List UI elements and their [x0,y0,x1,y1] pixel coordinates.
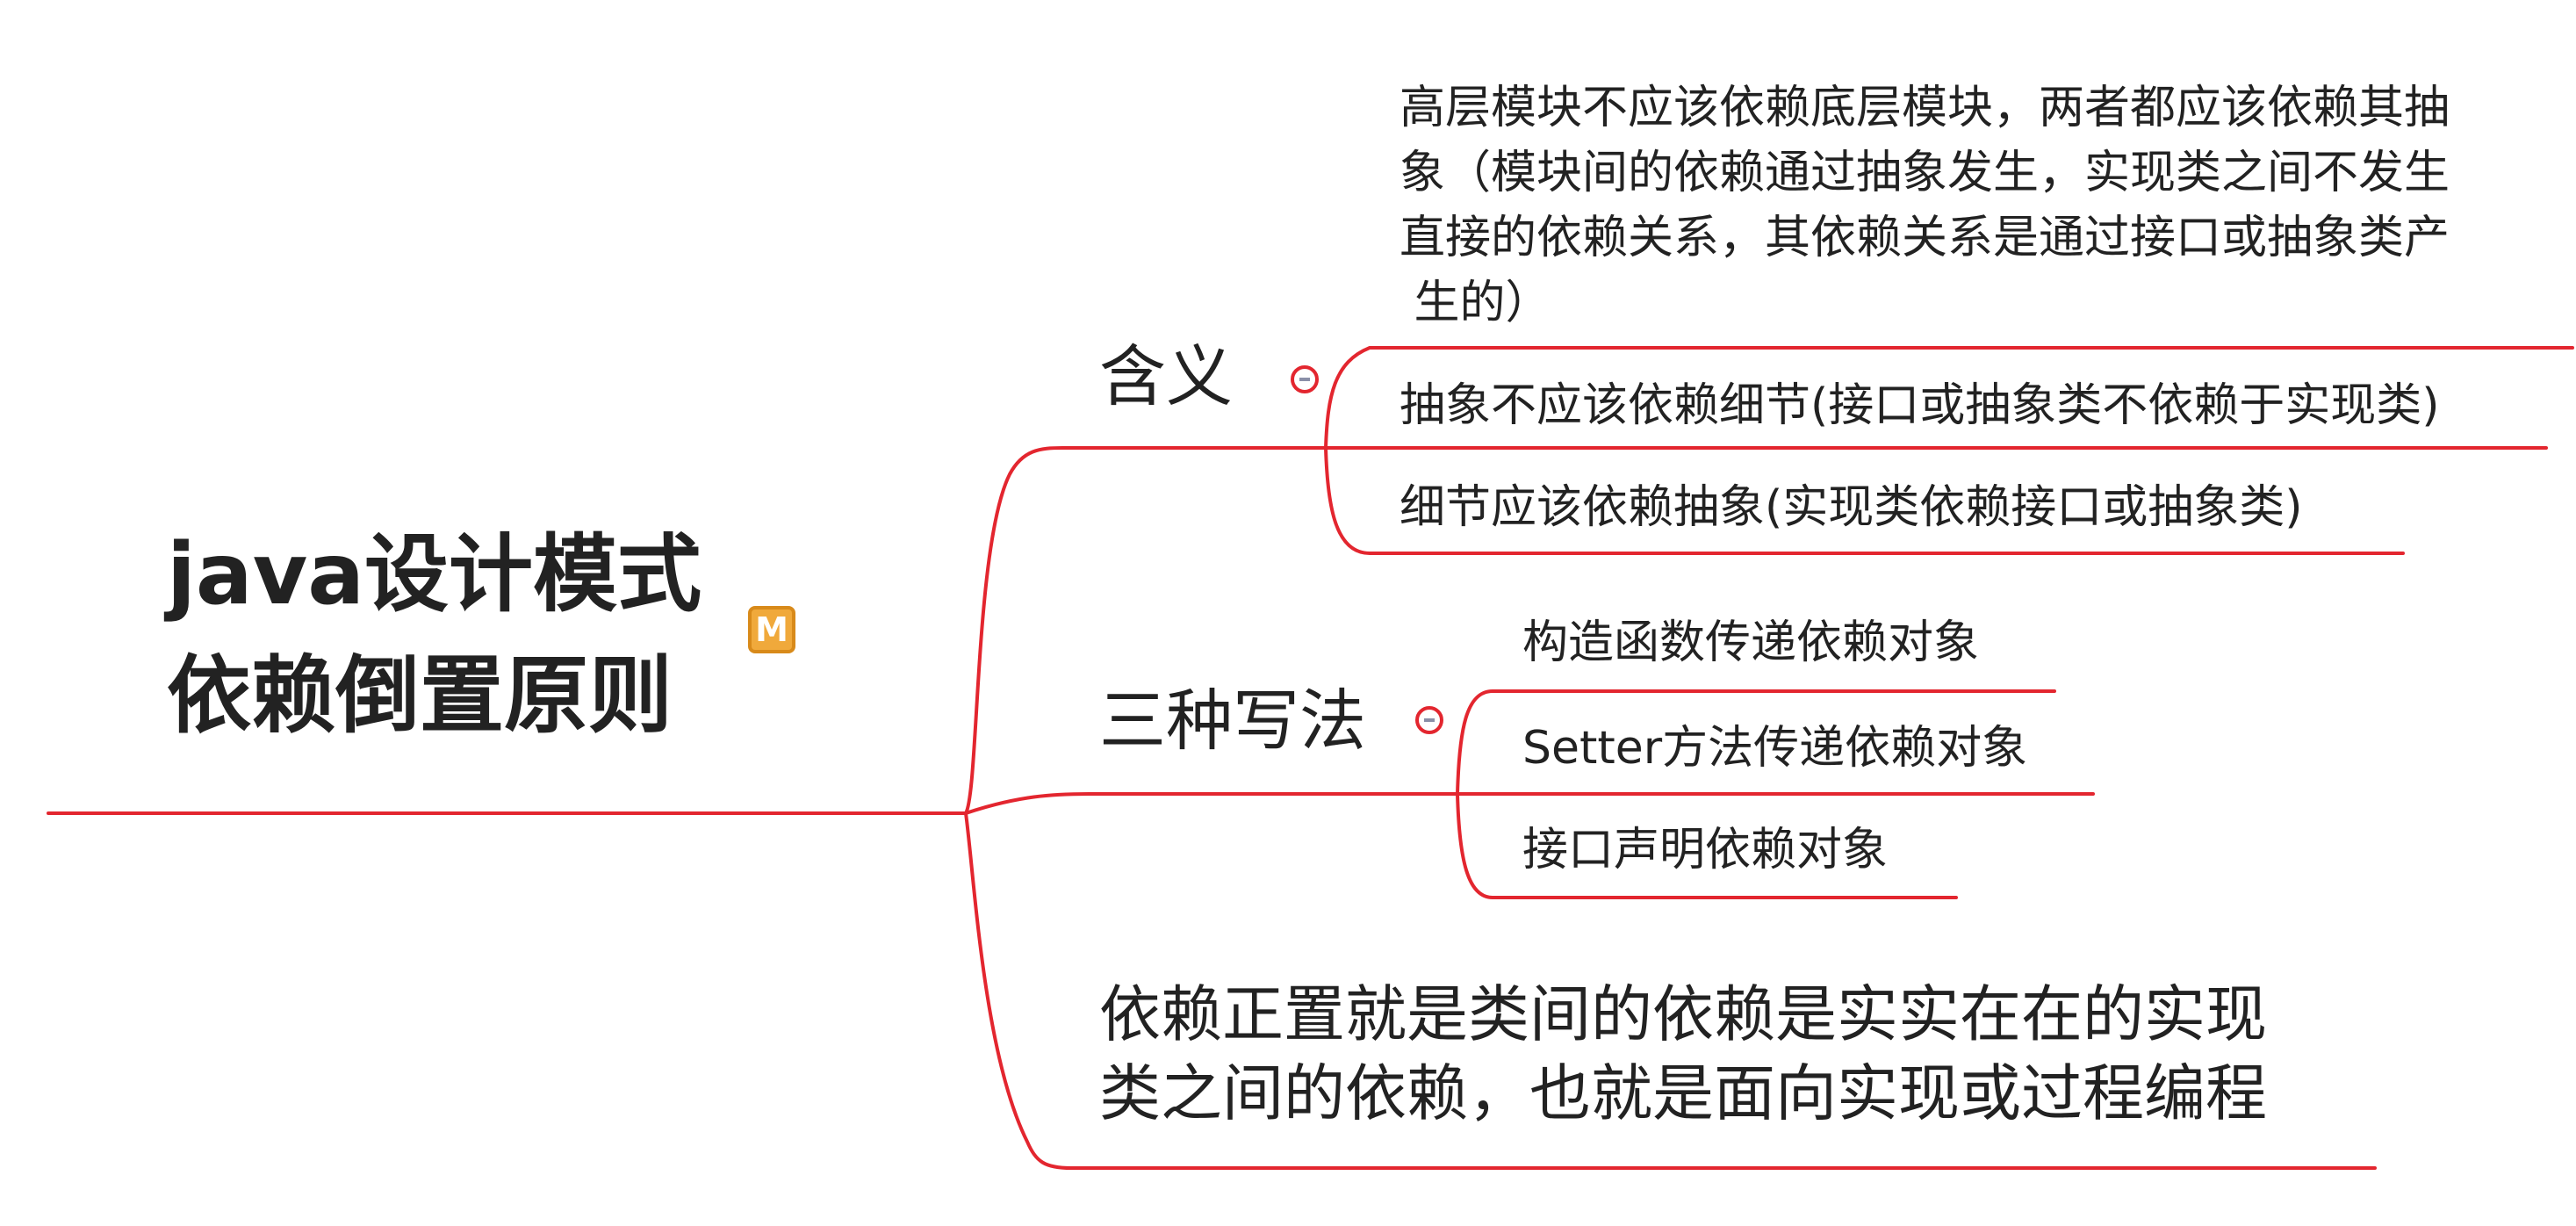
three-ways-child-interface-line [1456,792,1958,899]
collapse-three-ways-icon[interactable] [1415,706,1443,734]
leaf-detail[interactable]: 细节应该依赖抽象(实现类依赖接口或抽象类) [1400,481,2303,534]
leaf-interface[interactable]: 接口声明依赖对象 [1522,824,1889,876]
meaning-child-detail-line [1324,446,2405,555]
branch-three-ways[interactable]: 三种写法 [1099,682,1366,760]
collapse-meaning-icon[interactable] [1291,365,1319,393]
definition-line: 高层模块不应该依赖底层模块，两者都应该依赖其抽 [1400,82,2450,134]
conclusion-line: 依赖正置就是类间的依赖是实实在在的实现 [1099,978,2267,1050]
connector-to-three-ways [964,792,1459,815]
root-title-line2: 依赖倒置原则 [167,646,673,745]
branch-meaning[interactable]: 含义 [1099,337,1233,415]
markdown-marker-icon[interactable]: M [748,606,795,653]
definition-line: 直接的依赖关系，其依赖关系是通过接口或抽象类产 [1400,212,2450,264]
connector-to-meaning [964,446,1328,815]
connector-to-conclusion [964,811,2377,1170]
root-topic[interactable]: java设计模式 依赖倒置原则 [167,514,738,756]
leaf-constructor[interactable]: 构造函数传递依赖对象 [1522,617,1980,669]
definition-line: 象（模块间的依赖通过抽象发生，实现类之间不发生 [1400,147,2450,199]
branch-conclusion[interactable]: 依赖正置就是类间的依赖是实实在在的实现 类之间的依赖，也就是面向实现或过程编程 [1099,975,2267,1133]
definition-line: 生的） [1400,277,1551,329]
meaning-hub-line [1324,346,2574,450]
root-title-line1: java设计模式 [167,525,702,624]
leaf-abstraction[interactable]: 抽象不应该依赖细节(接口或抽象类不依赖于实现类) [1400,379,2440,432]
leaf-definition[interactable]: 高层模块不应该依赖底层模块，两者都应该依赖其抽 象（模块间的依赖通过抽象发生，实… [1400,76,2450,335]
leaf-setter[interactable]: Setter方法传递依赖对象 [1522,722,2028,775]
three-ways-hub-constructor-line [1456,689,2056,796]
conclusion-line: 类之间的依赖，也就是面向实现或过程编程 [1099,1057,2267,1129]
